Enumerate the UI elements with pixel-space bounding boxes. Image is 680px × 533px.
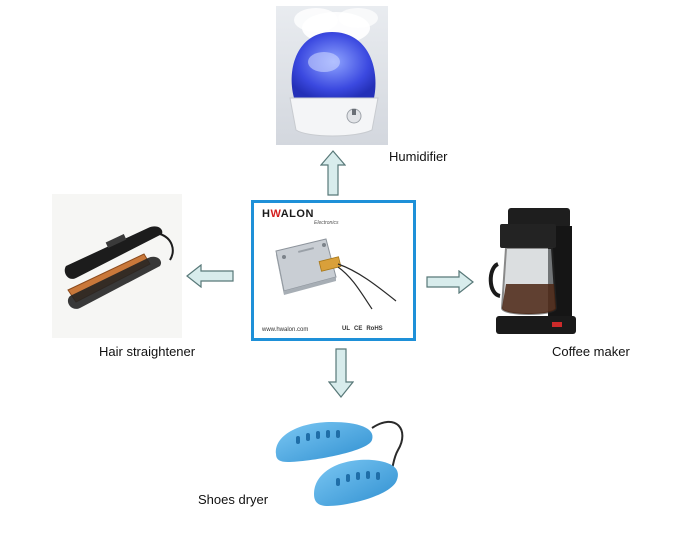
website-url: www.hwalon.com [262, 327, 309, 333]
ce-mark: CE [354, 326, 363, 332]
coffee-maker-image [488, 208, 576, 334]
arrow-left-icon [186, 264, 234, 288]
arrow-up-icon [320, 150, 346, 196]
heating-element-image [275, 238, 397, 310]
center-product-card: HWALON Electronics www.hwalon.com UL CE … [251, 200, 416, 341]
arrow-right-icon [426, 270, 474, 294]
humidifier-image [276, 6, 388, 145]
brand-subtitle: Electronics [314, 220, 339, 226]
humidifier-label: Humidifier [389, 149, 448, 164]
ul-mark: UL [342, 326, 350, 332]
hair-straightener-image [52, 194, 182, 338]
brand-name: HWALON [262, 208, 314, 220]
rohs-mark: RoHS [366, 326, 383, 332]
shoes-dryer-label: Shoes dryer [198, 492, 269, 507]
brand-logo: HWALON [262, 208, 314, 220]
certification-marks: UL CE RoHS [342, 326, 383, 332]
arrow-down-icon [328, 348, 354, 398]
coffee-maker-label: Coffee maker [552, 344, 630, 359]
hair-straightener-label: Hair straightener [99, 344, 196, 359]
shoes-dryer-image [275, 421, 404, 506]
